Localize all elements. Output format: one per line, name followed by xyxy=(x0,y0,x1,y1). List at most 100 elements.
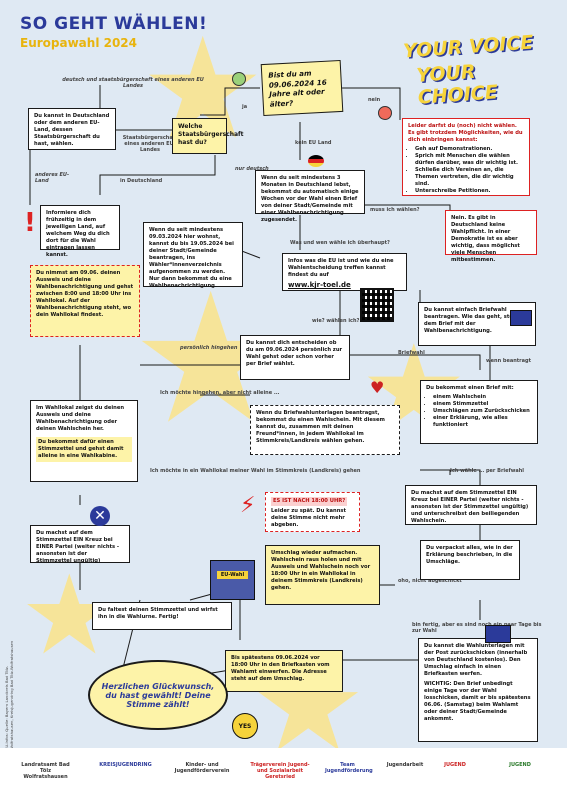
poster-subtitle: Europawahl 2024 xyxy=(20,36,138,50)
box-send-back-text: Du kannst die Wahlunterlagen mit der Pos… xyxy=(424,643,528,678)
ballot-box-label: EU-Wahl xyxy=(217,571,248,579)
footer-logo: Landratsamt Bad Tölz Wolfratshausen xyxy=(21,762,70,780)
footer xyxy=(0,748,567,800)
footer-logo: Jugendarbeit xyxy=(386,762,424,768)
letter-content-item: einer Erklärung, wie alles funktioniert xyxy=(433,415,532,429)
qr-code-icon xyxy=(360,288,394,322)
label-go-station: Ich möchte in ein Wahllokal meiner Wahl … xyxy=(150,468,361,474)
box-registration-deadline-text: Wenn du seit mindestens 09.03.2024 hier … xyxy=(149,227,234,290)
germany-flag-icon xyxy=(308,155,324,167)
footer-logo: KREISJUGENDRING xyxy=(99,762,152,768)
box-postal-documents: Wenn du Briefwahlunterlagen beantragst, … xyxy=(250,405,400,455)
congrats-bubble: Herzlichen Glückwunsch, du hast gewählt!… xyxy=(88,660,228,730)
your-voice-logo: YOUR VOICE YOUR CHOICE xyxy=(395,31,555,108)
box-other-eu-register: Informiere dich frühzeitig in dem jeweil… xyxy=(40,205,120,258)
box-which-citizenship: Welche Staatsbürgerschaft hast du? xyxy=(172,118,244,154)
footer-logo: Trägerverein Jugend- und Sozialarbeit Ge… xyxy=(250,762,310,780)
congrats-text: Herzlichen Glückwunsch, du hast gewählt!… xyxy=(101,681,215,709)
label-in-germany: in Deutschland xyxy=(120,178,163,184)
box-info-website-text: Infos was die EU ist und wie du eine Wah… xyxy=(288,258,394,279)
ballot-box-icon: EU-Wahl xyxy=(210,560,255,600)
box-too-young-text: Leider darfst du (noch) nicht wählen. Es… xyxy=(408,123,523,144)
box-send-back: Du kannst die Wahlunterlagen mit der Pos… xyxy=(418,638,538,742)
box-seal-envelopes: Du verpackst alles, wie in der Erklärung… xyxy=(420,540,520,580)
box-registration-deadline: Wenn du seit mindestens 09.03.2024 hier … xyxy=(143,222,243,290)
box-must-vote-text: Nein. Es gibt in Deutschland keine Wahlp… xyxy=(451,215,520,264)
label-no-eu: kein EU Land xyxy=(295,140,332,146)
footer-logo: Team Jugendförderung xyxy=(325,762,373,774)
box-info-website: Infos was die EU ist und wie du eine Wah… xyxy=(282,253,407,291)
box-other-eu-register-text: Informiere dich frühzeitig in dem jeweil… xyxy=(46,210,110,259)
box-living-3-months-text: Wenn du seit mindestens 3 Monaten in Deu… xyxy=(261,175,359,224)
box-dual-choice-text: Du kannst in Deutschland oder dem andere… xyxy=(34,113,110,148)
box-reopen-envelope: Umschlag wieder aufmachen. Wahlschein ra… xyxy=(265,545,380,605)
box-cross-home-text: Du machst auf dem Stimmzettel EIN Kreuz … xyxy=(411,490,529,525)
label-when-requested: wenn beantragt xyxy=(486,358,531,364)
label-in-time: bin fertig, aber es sind noch ein paar T… xyxy=(412,622,542,634)
too-young-item: Schließe dich Vereinen an, die Themen ve… xyxy=(415,167,524,188)
box-choose-method: Du kannst dich entscheiden ob du am 09.0… xyxy=(240,335,350,380)
box-fold-ballot-text: Du faltest deinen Stimmzettel und wirfst… xyxy=(98,607,218,621)
label-postal: Briefwahl xyxy=(398,350,425,356)
start-question-text: Bist du am 09.06.2024 16 Jahre alt oder … xyxy=(268,68,327,109)
box-cross-booth: Du machst auf dem Stimmzettel EIN Kreuz … xyxy=(30,525,130,565)
box-too-late-text: Leider zu spät. Du kannst deine Stimme n… xyxy=(271,508,346,529)
label-yes: ja xyxy=(242,104,248,110)
yes-badge-icon: YES xyxy=(232,713,258,739)
box-must-vote: Nein. Es gibt in Deutschland keine Wahlp… xyxy=(445,210,537,263)
box-reopen-envelope-text: Umschlag wieder aufmachen. Wahlschein ra… xyxy=(271,550,371,592)
label-must-i-vote: muss ich wählen? xyxy=(370,207,420,213)
box-which-citizenship-text: Welche Staatsbürgerschaft hast du? xyxy=(178,123,244,147)
too-young-item: Geh auf Demonstrationen. xyxy=(415,146,524,153)
box-living-3-months: Wenn du seit mindestens 3 Monaten in Deu… xyxy=(255,170,365,223)
smiley-happy-icon xyxy=(232,72,246,86)
side-source-text: EU-Infos: Quelle: Bayern Landkreis Bad T… xyxy=(4,640,14,750)
footer-logo: Kinder- und Jugendförderverein xyxy=(174,762,230,774)
label-how-where: wie? wählen ich? xyxy=(312,318,360,324)
yes-badge-text: YES xyxy=(238,723,252,730)
info-url[interactable]: www.kjr-toel.de xyxy=(288,281,351,290)
box-letter-contents-text: Du bekommst einen Brief mit: xyxy=(426,385,514,391)
box-too-young: Leider darfst du (noch) nicht wählen. Es… xyxy=(402,118,530,196)
letter-icon xyxy=(510,310,532,326)
box-request-postal-text: Du kannst einfach Briefwahl beantragen. … xyxy=(424,307,527,335)
box-postal-documents-text: Wenn du Briefwahlunterlagen beantragst, … xyxy=(256,410,385,445)
box-dual-choice: Du kannst in Deutschland oder dem andere… xyxy=(28,108,116,150)
box-cross-home: Du machst auf dem Stimmzettel EIN Kreuz … xyxy=(405,485,537,525)
box-cross-booth-text: Du machst auf dem Stimmzettel EIN Kreuz … xyxy=(36,530,120,565)
label-other-eu-citizenship: Staatsbürgerschaft eines anderen EU-Land… xyxy=(122,135,178,153)
too-young-item: Sprich mit Menschen die wählen dürfen da… xyxy=(415,153,524,167)
exclamation-icon: ! xyxy=(24,208,36,238)
box-polling-station: Im Wahllokal zeigst du deinen Ausweis un… xyxy=(30,400,138,482)
label-in-person: persönlich hingehen xyxy=(180,345,238,351)
box-polling-station-ballot-text: Du bekommst dafür einen Stimmzettel und … xyxy=(38,439,124,460)
poster-title: SO GEHT WÄHLEN! xyxy=(20,14,208,34)
footer-logo: JUGEND xyxy=(509,762,531,768)
box-polling-station-ballot: Du bekommst dafür einen Stimmzettel und … xyxy=(36,437,132,463)
calendar-icon xyxy=(485,625,511,643)
too-late-tag: ES IST NACH 18:00 UHR? xyxy=(271,497,348,507)
footer-logo: JUGEND xyxy=(444,762,466,768)
label-per-letter: Ich wähle ... per Briefwahl xyxy=(450,468,524,474)
label-dual-citizenship: deutsch und staatsbürgerschaft eines and… xyxy=(62,77,204,89)
box-fold-ballot: Du faltest deinen Stimmzettel und wirfst… xyxy=(92,602,232,630)
box-seal-envelopes-text: Du verpackst alles, wie in der Erklärung… xyxy=(426,545,513,566)
start-question-box: Bist du am 09.06.2024 16 Jahre alt oder … xyxy=(260,59,344,117)
box-send-back-warning: WICHTIG: Den Brief unbedingt einige Tage… xyxy=(424,681,531,723)
smiley-sad-icon xyxy=(378,106,392,120)
letter-content-item: Umschlägen zum Zurückschicken xyxy=(433,408,532,415)
letter-content-item: einem Wahlschein xyxy=(433,394,532,401)
label-no: nein xyxy=(368,97,381,103)
box-too-late: ES IST NACH 18:00 UHR? Leider zu spät. D… xyxy=(265,492,360,532)
label-only-german: nur deutsch xyxy=(235,166,269,172)
box-deadline-text: Bis spätestens 09.06.2024 vor 18:00 Uhr … xyxy=(231,655,330,683)
label-oops-not-sent: oho, nicht abgeschickt xyxy=(398,578,462,584)
lightning-icon: ⚡ xyxy=(240,493,256,518)
box-letter-contents: Du bekommst einen Brief mit: einem Wahls… xyxy=(420,380,538,444)
box-choose-method-text: Du kannst dich entscheiden ob du am 09.0… xyxy=(246,340,343,368)
box-bring-id-text: Du nimmst am 09.06. deinen Ausweis und d… xyxy=(36,270,134,319)
too-young-item: Unterschreibe Petitionen. xyxy=(415,188,524,195)
heart-icon: ♥ xyxy=(370,378,385,397)
label-what-who: Was und wen wähle ich überhaupt? xyxy=(290,240,390,246)
